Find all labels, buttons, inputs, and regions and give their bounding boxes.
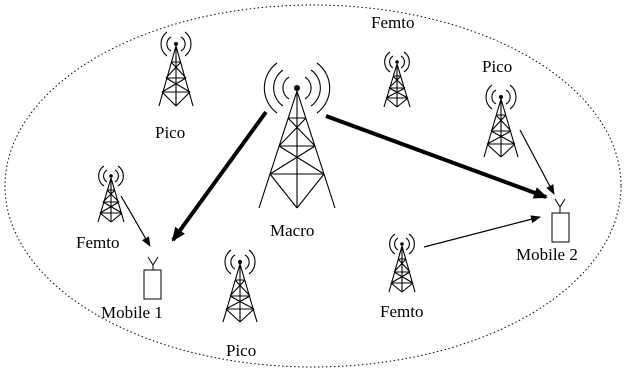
femto-tower-icon-top bbox=[383, 51, 411, 108]
label-pico-bottom: Pico bbox=[226, 341, 256, 360]
pico-tower-icon-top-left bbox=[158, 31, 194, 107]
femto-tower-icon-bottom bbox=[388, 233, 416, 293]
label-femto-bottom: Femto bbox=[380, 302, 423, 321]
arrow-femto-bottom-to-mobile-2 bbox=[423, 215, 541, 248]
label-pico-top-left: Pico bbox=[155, 123, 185, 142]
pico-tower-icon-bottom bbox=[222, 249, 258, 323]
femto-tower-icon-left bbox=[97, 165, 125, 223]
arrow-macro-to-mobile-1 bbox=[171, 110, 268, 242]
arrow-macro-to-mobile-2 bbox=[325, 114, 548, 199]
arrow-femto-left-to-mobile-1 bbox=[120, 195, 151, 247]
mobile-1-icon bbox=[143, 256, 162, 300]
arrow-pico-right-to-mobile-2 bbox=[519, 129, 555, 195]
pico-tower-icon-right bbox=[483, 84, 519, 158]
label-pico-right: Pico bbox=[482, 57, 512, 76]
label-femto-left: Femto bbox=[76, 233, 119, 252]
label-mobile-2: Mobile 2 bbox=[516, 245, 578, 264]
coverage-area-ellipse bbox=[4, 4, 622, 368]
mobile-2-icon bbox=[551, 198, 570, 243]
label-femto-top: Femto bbox=[371, 13, 414, 32]
label-macro: Macro bbox=[270, 221, 314, 240]
macro-tower-icon bbox=[258, 62, 336, 209]
label-mobile-1: Mobile 1 bbox=[101, 303, 163, 322]
